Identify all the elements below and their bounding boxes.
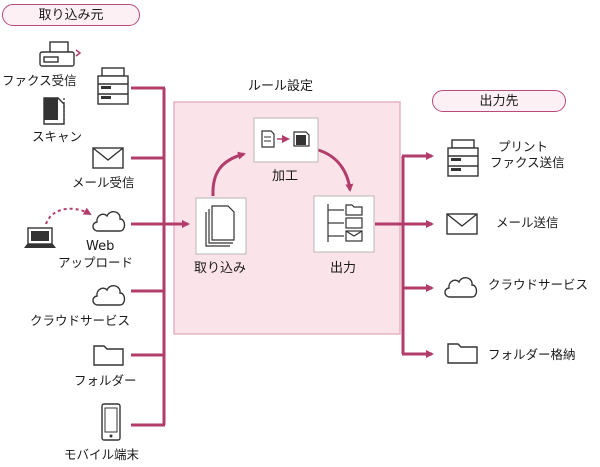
folder-icon bbox=[93, 345, 124, 366]
source-mobile-label: モバイル端末 bbox=[64, 447, 140, 462]
scan-document-icon bbox=[43, 97, 65, 125]
source-mail-label: メール受信 bbox=[72, 175, 135, 190]
source-cloud-label: クラウドサービス bbox=[30, 313, 131, 328]
cloud-service-icon bbox=[92, 285, 126, 306]
output-folder-icon bbox=[447, 343, 478, 364]
output-mail-label: メール送信 bbox=[496, 215, 559, 230]
source-fax-label: ファクス受信 bbox=[2, 73, 77, 88]
output-print-label-1: プリント bbox=[498, 139, 549, 154]
process-transform-icon bbox=[253, 117, 319, 163]
multifunction-printer-icon bbox=[97, 67, 129, 105]
output-cloud-label: クラウドサービス bbox=[488, 277, 589, 292]
mail-envelope-icon bbox=[92, 147, 124, 169]
import-documents-icon bbox=[195, 197, 247, 255]
printer-fax-icon bbox=[447, 139, 479, 177]
cloud-upload-icon bbox=[92, 211, 126, 232]
output-cloud-icon bbox=[444, 277, 478, 298]
send-mail-icon bbox=[446, 213, 478, 235]
source-folder-label: フォルダー bbox=[74, 373, 137, 388]
source-web-label-1: Web bbox=[86, 239, 115, 254]
fax-icon bbox=[39, 41, 82, 67]
rule-header: ルール設定 bbox=[248, 79, 314, 94]
rule-process-label: 加工 bbox=[272, 169, 299, 184]
source-scan-label: スキャン bbox=[32, 129, 83, 144]
output-print-label-2: ファクス送信 bbox=[490, 155, 565, 170]
source-header: 取り込み元 bbox=[2, 4, 140, 26]
output-header: 出力先 bbox=[432, 90, 566, 112]
mobile-phone-icon bbox=[101, 403, 121, 441]
source-web-label-2: アップロード bbox=[58, 255, 134, 270]
output-folder-label: フォルダー格納 bbox=[488, 347, 576, 362]
output-distribution-icon bbox=[313, 195, 375, 253]
rule-output-label: 出力 bbox=[330, 261, 357, 276]
rule-import-label: 取り込み bbox=[194, 261, 247, 276]
laptop-icon bbox=[24, 227, 56, 248]
